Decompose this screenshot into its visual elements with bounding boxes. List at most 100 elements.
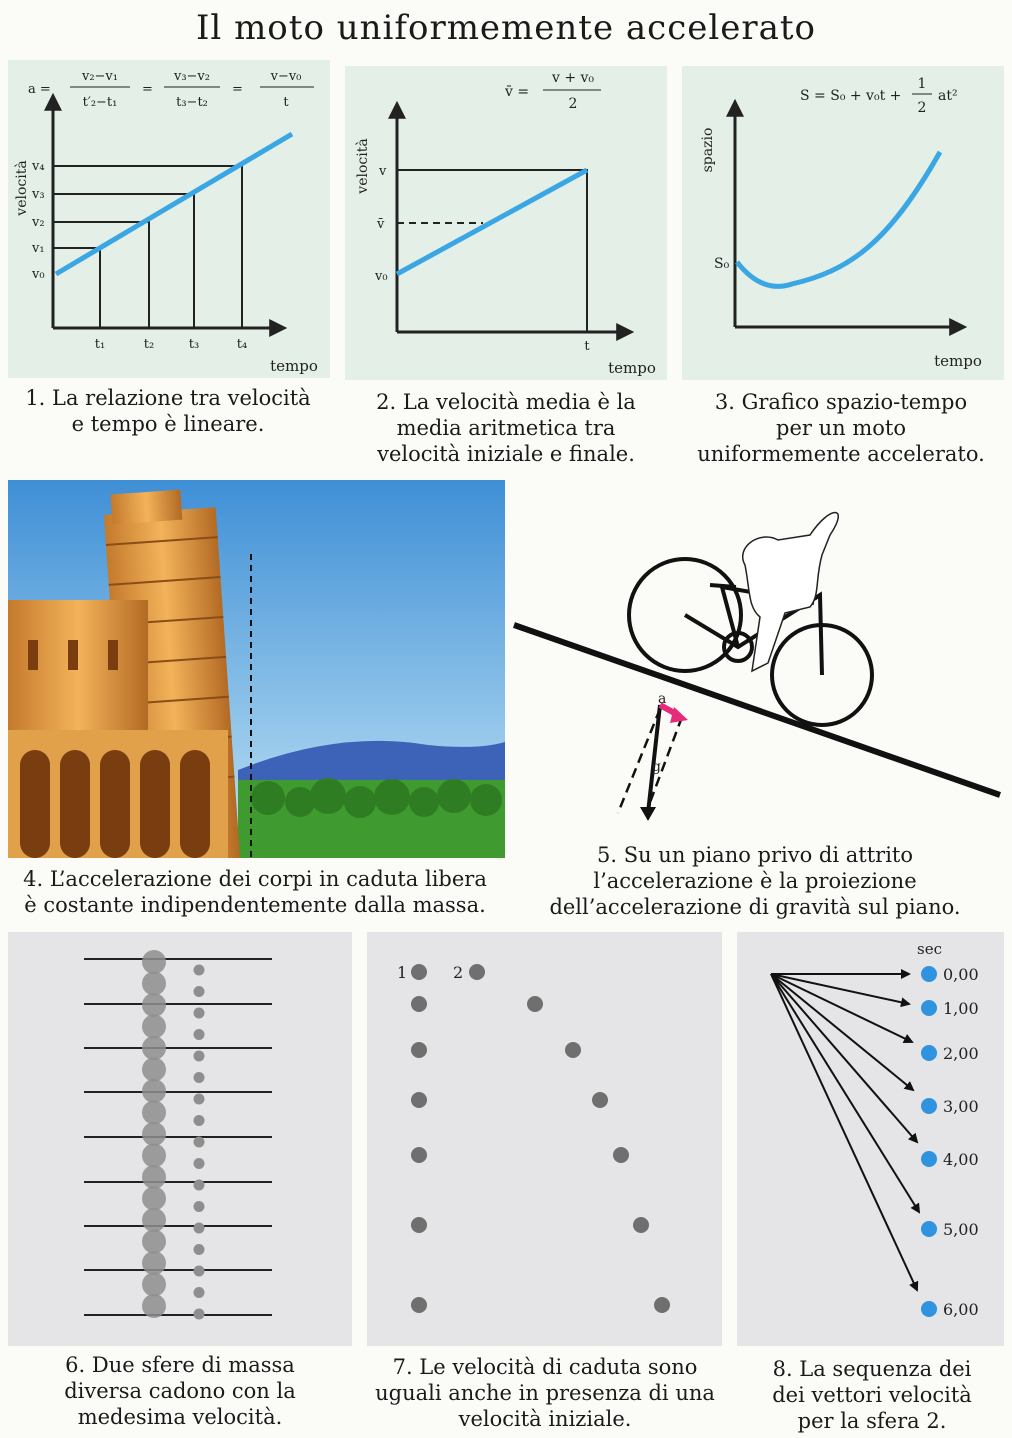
fig7-sphere-1: [411, 964, 427, 980]
fig6-small-sphere: [193, 1158, 205, 1169]
fig6-panel: [8, 932, 352, 1346]
fig6-small-sphere: [193, 1265, 205, 1277]
fig1-ylabel: velocità: [13, 160, 30, 216]
fig1-xtick-t1: t₁: [95, 337, 105, 352]
fig7-sphere-2: [613, 1147, 629, 1163]
fig3-space-time-graph: S = S₀ + v₀t + 1 2 at² spazio tempo S₀: [700, 76, 982, 370]
fig8-velocity-vector: [770, 973, 919, 1144]
fig2-average-velocity-graph: v̄ = v + v₀ 2 velocità tempo v v̄ v₀ t: [354, 70, 656, 377]
fig8-time-label: 3,00: [943, 1097, 979, 1116]
fig2-panel: v̄ = v + v₀ 2 velocità tempo v v̄ v₀ t: [345, 66, 667, 380]
fig6-stroboscopic-spheres: [84, 950, 272, 1320]
fig7-sphere-1: [411, 1092, 427, 1108]
fig8-sphere-position: [921, 1045, 937, 1061]
fig8-time-label: 5,00: [943, 1220, 979, 1239]
fig6-small-sphere: [193, 1029, 205, 1040]
fig6-large-sphere: [142, 1143, 166, 1168]
fig4-cathedral: [8, 600, 228, 858]
fig3-parabola-curve: [735, 150, 943, 289]
fig1-xtick-t3: t₃: [189, 337, 199, 352]
fig4-trees: [251, 778, 502, 818]
page-title: Il moto uniformemente accelerato: [195, 8, 817, 48]
fig4-caption: 4. L’accelerazione dei corpi in caduta l…: [23, 867, 487, 917]
fig7-sphere-2: [654, 1297, 670, 1313]
fig5-inclined-plane: [513, 622, 1001, 798]
fig1-ytick-v1: v₁: [31, 241, 45, 256]
fig1-eq2: =: [232, 82, 243, 97]
fig8-time-label: 6,00: [943, 1300, 979, 1319]
fig7-sphere-2: [633, 1217, 649, 1233]
fig6-small-sphere: [193, 1007, 205, 1019]
fig1-xlabel: tempo: [270, 357, 318, 375]
fig1-guides: [53, 165, 243, 328]
fig6-large-sphere: [142, 950, 166, 974]
fig6-large-sphere: [142, 1079, 166, 1103]
fig8-time-label: 0,00: [943, 965, 979, 984]
fig4-scene: [8, 480, 505, 858]
fig8-sphere-position: [921, 1301, 937, 1317]
fig6-large-sphere: [142, 1014, 166, 1039]
fig6-large-sphere: [142, 1100, 166, 1125]
fig2-formula-lhs: v̄ =: [504, 84, 529, 100]
fig6-large-sphere: [142, 1057, 166, 1082]
fig2-formula-num: v + v₀: [551, 70, 594, 86]
fig7-two-trajectories: 1 2: [397, 963, 670, 1313]
fig4-pisa-illustration: [8, 480, 505, 858]
fig7-sphere-1: [411, 996, 427, 1012]
fig7-sphere-2: [565, 1042, 581, 1058]
fig1-ytick-v3: v₃: [31, 187, 45, 202]
fig5-label-g: g: [652, 759, 661, 775]
fig2-ytick-v: v: [378, 164, 387, 179]
fig5-vectors: [616, 702, 688, 821]
fig6-small-sphere: [193, 964, 205, 976]
fig6-large-sphere: [142, 1122, 166, 1146]
fig8-velocity-vector: [770, 973, 914, 1044]
fig3-xlabel: tempo: [934, 352, 982, 370]
fig2-xlabel: tempo: [608, 359, 656, 377]
fig1-den3: t: [283, 95, 289, 110]
fig1-velocity-line: [54, 131, 294, 277]
fig7-sphere-1: [411, 1217, 427, 1233]
fig5-cyclist: [742, 511, 840, 673]
fig2-velocity-line: [395, 167, 589, 277]
fig5-scene: a g: [513, 511, 1001, 821]
fig3-formula-lhs: S = S₀ + v₀t +: [800, 88, 901, 104]
fig7-sphere-2: [469, 964, 485, 980]
fig2-formula-den: 2: [569, 96, 578, 112]
fig8-time-label: 4,00: [943, 1150, 979, 1169]
fig2-ylabel: velocità: [354, 138, 371, 194]
fig6-large-sphere: [142, 993, 166, 1017]
fig6-large-sphere: [142, 1251, 166, 1275]
fig7-label-1: 1: [397, 963, 407, 982]
fig6-small-sphere: [193, 1308, 205, 1320]
fig6-small-sphere: [193, 1136, 205, 1148]
fig3-ylabel: spazio: [700, 128, 716, 173]
fig7-label-2: 2: [453, 963, 463, 982]
fig7-sphere-1: [411, 1147, 427, 1163]
fig1-den1: t′₂−t₁: [83, 95, 118, 110]
fig1-num3: v−v₀: [270, 69, 302, 84]
fig8-velocity-vector: [770, 973, 911, 1008]
fig6-small-sphere: [193, 1222, 205, 1234]
fig6-large-sphere: [142, 1208, 166, 1232]
fig6-small-sphere: [193, 986, 205, 997]
fig8-sphere-position: [921, 1151, 937, 1167]
fig3-formula-num: 1: [918, 76, 927, 92]
fig3-formula-tail: at²: [938, 88, 958, 104]
fig2-guide-v: [397, 169, 588, 332]
fig2-xtick-t: t: [584, 339, 590, 354]
fig6-small-sphere: [193, 1093, 205, 1105]
fig1-xtick-t2: t₂: [144, 337, 154, 352]
fig8-velocity-vector: [770, 973, 921, 1214]
fig1-num2: v₃−v₂: [173, 69, 210, 84]
fig1-ytick-v4: v₄: [31, 159, 45, 174]
fig8-velocity-vector: [770, 973, 915, 1092]
fig8-time-label: 2,00: [943, 1044, 979, 1063]
